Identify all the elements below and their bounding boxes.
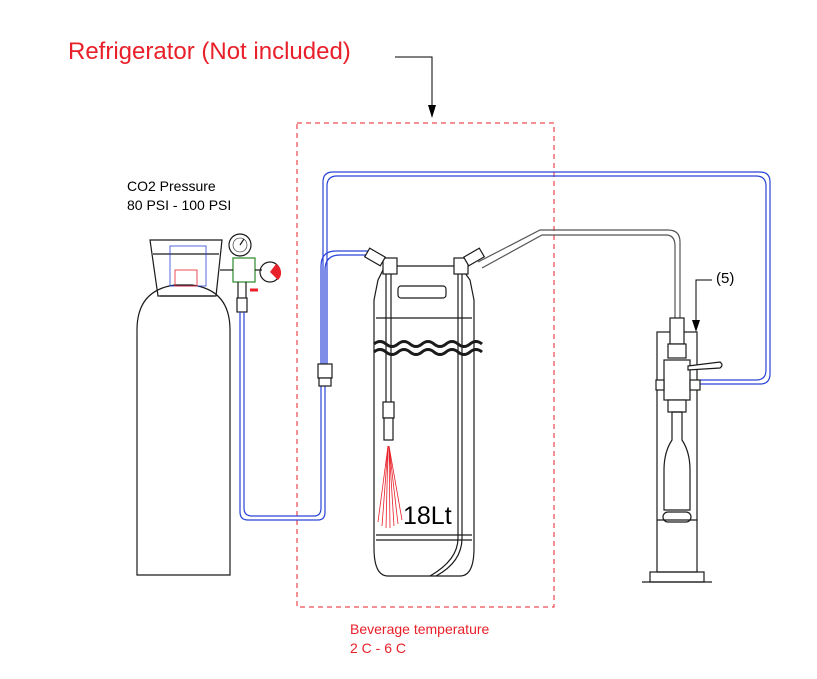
- co2-regulator: [220, 233, 282, 313]
- refrigerator-boundary: [296, 122, 555, 608]
- co2-pressure-line2: 80 PSI - 100 PSI: [127, 197, 232, 213]
- co2-pressure-label: CO2 Pressure 80 PSI - 100 PSI: [127, 177, 231, 215]
- beverage-temperature-label: Beverage temperature 2 C - 6 C: [350, 620, 489, 658]
- keg-volume-label: 18Lt: [403, 502, 452, 530]
- co2-cylinder: [136, 239, 231, 576]
- tap-stand: [642, 317, 723, 583]
- gas-tee-fitting: [317, 363, 333, 387]
- gas-line: [239, 171, 771, 521]
- keg: [363, 247, 486, 577]
- co2-pressure-line1: CO2 Pressure: [127, 178, 216, 194]
- callout-5-leader: [692, 279, 712, 332]
- beverage-temperature-line1: Beverage temperature: [350, 621, 490, 637]
- fridge-pointer-arrow: [395, 56, 436, 118]
- beverage-temperature-line2: 2 C - 6 C: [350, 640, 407, 656]
- beverage-line: [477, 229, 681, 318]
- gas-spray-lines: [377, 445, 403, 529]
- refrigerator-title: Refrigerator (Not included): [68, 38, 351, 65]
- callout-number-5: (5): [716, 270, 735, 287]
